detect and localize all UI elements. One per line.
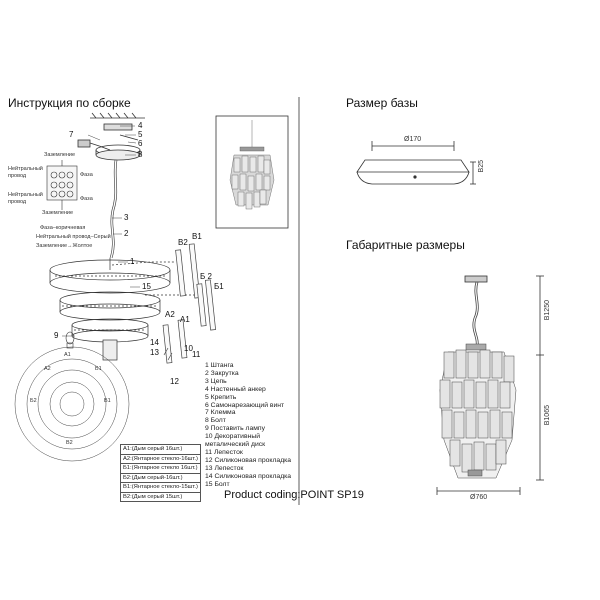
base-size-heading: Размер базы — [346, 96, 418, 110]
dim-base-height: B25 — [478, 160, 485, 173]
callout-6: 6 — [138, 139, 143, 148]
callout-3: 3 — [124, 213, 129, 222]
glass-table-cell: A1:(Дым серый 16шт.) — [120, 444, 201, 455]
wiring-phase-2: Фаза — [80, 196, 93, 202]
parts-list-item: 8 Болт — [205, 417, 226, 425]
glass-table-cell: B2:(Дым серый 15шт.) — [120, 491, 201, 502]
parts-list-item: металический диск — [205, 441, 266, 449]
ring-label-be1: Б1 — [95, 366, 102, 372]
wiring-note-2: Нейтральный провод–Серый — [36, 234, 111, 240]
label-b2: B2 — [178, 238, 188, 247]
parts-list-item: 11 Лепесток — [205, 448, 243, 456]
chain — [109, 159, 118, 259]
ring-label-be2: Б2 — [30, 398, 37, 404]
overall-drawing — [436, 275, 544, 495]
wiring-grounding-top: Заземление — [44, 152, 76, 158]
ring-label-a2: A2 — [44, 366, 51, 372]
label-13: 13 — [150, 348, 159, 357]
callout-1: 1 — [130, 257, 135, 266]
parts-list-item: 2 Закрутка — [205, 369, 239, 377]
table-row: B1:(Янтарное стекло-15шт.) — [120, 482, 201, 493]
ceiling-mount — [77, 112, 145, 161]
wiring-note-3: Заземление→Жолтое — [36, 243, 93, 249]
label-b1: B1 — [192, 232, 202, 241]
label-11: 11 — [192, 350, 201, 359]
callout-8: 8 — [138, 150, 143, 159]
parts-list: 1 Штанга 2 Закрутка 3 Цепь 4 Настенный а… — [205, 362, 291, 489]
parts-list-item: 10 Декоративный — [205, 433, 261, 441]
parts-list-item: 12 Силиконовая прокладка — [205, 456, 292, 464]
wiring-note-1: Фаза–коричневая — [40, 225, 86, 231]
callout-15: 15 — [142, 282, 151, 291]
product-photo-frame — [215, 115, 289, 229]
dim-overall-height: B1250 — [544, 300, 551, 321]
ring-label-b2: B2 — [66, 440, 73, 446]
wiring-neutral: Нейтральный провод — [8, 166, 43, 179]
table-row: Б1:(Янтарное стекло 16шт.) — [120, 463, 201, 474]
parts-list-item: 7 Клемма — [205, 409, 236, 417]
base-drawing — [356, 141, 476, 185]
parts-list-item: 5 Крепить — [205, 393, 237, 401]
callout-7: 7 — [69, 130, 74, 139]
label-10: 10 — [184, 344, 193, 353]
label-be2: Б 2 — [200, 272, 212, 281]
parts-list-item: 3 Цепь — [205, 377, 227, 385]
label-14: 14 — [150, 338, 159, 347]
glass-table: A1:(Дым серый 16шт.) A2:(Янтарное стекло… — [120, 444, 201, 502]
parts-list-item: 14 Силиконовая прокладка — [205, 472, 292, 480]
parts-list-item: 4 Настенный анкер — [205, 385, 266, 393]
table-row: Б2:(Дым серый-16шт.) — [120, 472, 201, 483]
label-a1: A1 — [180, 315, 190, 324]
parts-list-item: 15 Болт — [205, 480, 230, 488]
dim-base-diameter: Ø170 — [404, 136, 422, 143]
glass-table-cell: B1:(Янтарное стекло-15шт.) — [120, 482, 201, 493]
wiring-box — [46, 160, 78, 210]
assembly-heading: Инструкция по сборке — [8, 96, 131, 110]
table-row: B2:(Дым серый 15шт.) — [120, 491, 201, 502]
callout-4: 4 — [138, 121, 143, 130]
parts-list-item: 1 Штанга — [205, 362, 234, 369]
callout-2: 2 — [124, 229, 129, 238]
exploded-body — [49, 258, 200, 361]
dim-body-height: B1065 — [544, 405, 551, 426]
bulb — [65, 331, 75, 349]
glass-table-cell: Б2:(Дым серый-16шт.) — [120, 472, 201, 483]
overall-size-heading: Габаритные размеры — [346, 238, 465, 252]
label-12: 12 — [170, 377, 179, 386]
parts-list-item: 9 Поставить лампу — [205, 425, 265, 433]
callout-leaders — [62, 125, 140, 337]
wiring-phase: Фаза — [80, 172, 93, 178]
glass-table-cell: A2:(Янтарное стекло-16шт.) — [120, 453, 201, 464]
parts-list-item: 13 Лепесток — [205, 464, 244, 472]
product-coding: Product coding:POINT SP19 — [224, 489, 364, 501]
ring-label-a1: A1 — [64, 352, 71, 358]
callout-5: 5 — [138, 130, 143, 139]
callout-9: 9 — [54, 331, 59, 340]
label-a2: A2 — [165, 310, 175, 319]
overall-chandelier — [439, 343, 517, 479]
ring-label-b1: B1 — [104, 398, 111, 404]
product-photo — [229, 120, 275, 210]
glass-panels — [162, 243, 216, 364]
dim-overall-diameter: Ø760 — [470, 494, 488, 501]
ring-diagram — [14, 346, 130, 462]
label-be1: Б1 — [214, 282, 224, 291]
glass-table-cell: Б1:(Янтарное стекло 16шт.) — [120, 463, 201, 474]
table-row: A2:(Янтарное стекло-16шт.) — [120, 453, 201, 464]
wiring-grounding-bottom: Заземление — [42, 210, 74, 216]
wiring-neutral-2: Нейтральный провод — [8, 192, 43, 205]
table-row: A1:(Дым серый 16шт.) — [120, 444, 201, 455]
parts-list-item: 6 Самонарезающий винт — [205, 401, 285, 409]
